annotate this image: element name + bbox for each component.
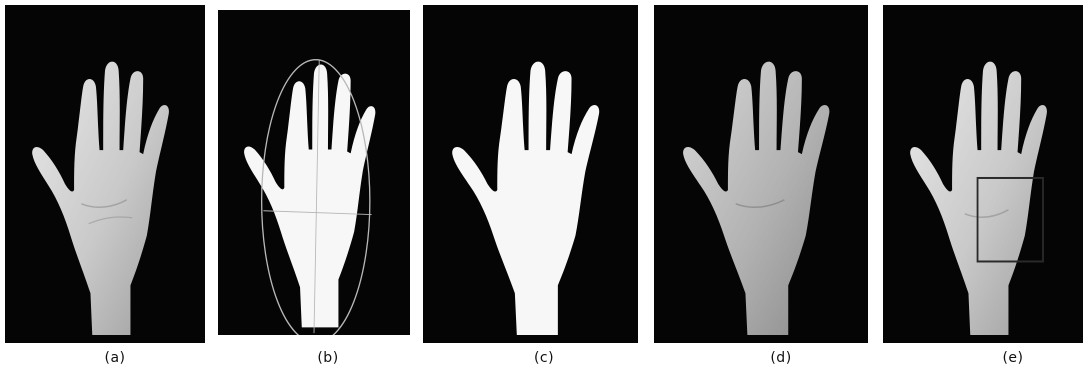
panel-e	[883, 5, 1083, 343]
panel-c	[423, 5, 638, 343]
panel-d	[654, 5, 868, 343]
grayscale-hand-roi-image	[883, 5, 1083, 343]
grayscale-hand-image	[654, 5, 868, 343]
binary-hand-mask-image	[423, 5, 638, 343]
binary-hand-ellipse-image	[218, 10, 410, 335]
panel-caption-b: (b)	[298, 350, 358, 366]
panel-b	[218, 10, 410, 335]
panel-caption-c: (c)	[514, 350, 574, 366]
panel-caption-d: (d)	[751, 350, 811, 366]
panel-a	[5, 5, 205, 343]
panel-caption-e: (e)	[983, 350, 1043, 366]
grayscale-hand-image	[5, 5, 205, 343]
panel-caption-a: (a)	[85, 350, 145, 366]
